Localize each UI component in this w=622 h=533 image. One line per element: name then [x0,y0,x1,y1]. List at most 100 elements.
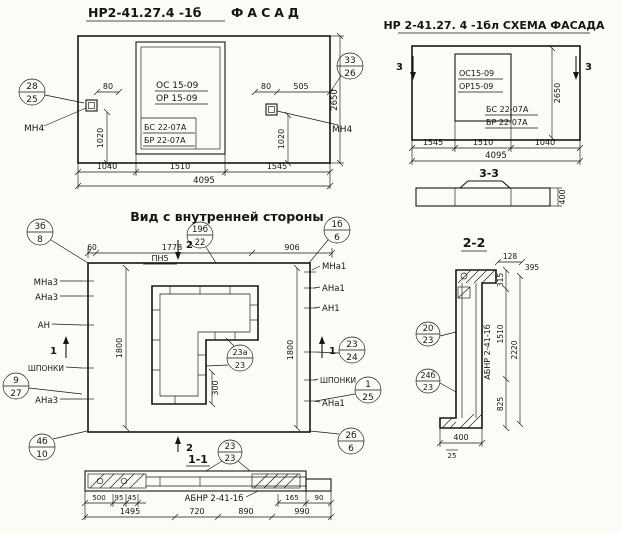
scheme-title: НР 2-41.27. 4 -1бл СХЕМА ФАСАДА [383,19,605,32]
label-ana1-bottom: АНа1 [322,399,345,409]
inner-title: Вид с внутренней стороны [130,209,323,224]
callout-bottom: 23 [423,336,434,346]
section-3-3-profile: 400 [415,180,567,207]
callout-24b-23: 24б 23 [415,368,457,394]
callout-9-27: 9 27 [2,372,83,400]
dim-720: 720 [189,507,204,516]
facade-window-inner [140,46,221,150]
callout-top: 23а [232,348,247,357]
label-an1: АН1 [322,304,340,314]
callout-top: 20 [423,324,434,334]
callout-33-26: 33 26 [329,52,364,93]
part-label-abnr: АБНР 2-41-1б [185,494,244,504]
dim-60: 60 [87,243,97,252]
section-2-marker-top: 2 [175,240,193,260]
dim-128: 128 [503,252,518,261]
callout-top: 1 [365,380,371,390]
section-1-label: 1 [50,346,57,357]
dim-505: 505 [293,82,308,91]
dim-400: 400 [453,433,468,442]
callout-top: 2б [345,431,357,441]
dim-height-2650: 2650 [330,89,340,111]
callout-1-25: 1 25 [315,376,382,404]
callout-top: 19б [192,225,208,235]
section-1-label: 1 [329,346,336,357]
facade-panel-label-1: БС 22-07А [144,123,187,132]
dim-300: 300 [211,380,220,395]
inner-panel-outline [87,262,311,433]
facade-view: НР2-41.27.4 -1б ФАСАД ОС 15-09 ОР 15-09 … [18,5,364,190]
callout-top: 9 [13,376,19,386]
dim-1020-left: 1020 [96,128,105,148]
label-shponki-left: ШПОНКИ [28,364,64,373]
section-2-2-view: 2-2 АБНР 2-41-1б 315 1510 825 2220 128 3… [415,235,540,460]
dim-1510: 1510 [496,324,505,343]
callout-4b-10: 4б 10 [28,430,88,461]
dim-4095: 4095 [193,176,215,186]
dim-80-right: 80 [261,82,271,91]
scheme-panel-label-2: БР 22-07А [486,118,528,127]
callout-top: 23 [225,442,236,452]
dim-1800-left: 1800 [115,338,124,358]
facade-panel-label-2: БР 22-07А [144,136,186,145]
section-3-3-label: 3-3 [479,167,499,180]
dim-990: 990 [294,507,309,516]
dim-1495: 1495 [120,507,140,516]
scheme-dim-4095: 4095 [485,151,507,161]
scheme-window [454,53,512,122]
facade-panel-outline [77,35,331,164]
label-shponki-right: ШПОНКИ [320,376,356,385]
part-label-abnr-vertical: АБНР 2-41-1б [483,324,492,379]
dim-95: 95 [115,494,124,502]
callout-3b-8: 3б 8 [26,218,89,264]
callout-top: 24б [420,371,435,380]
section-3-marker-right: 3 [573,56,592,80]
callout-bottom: 23 [423,383,433,392]
inner-opening-inner [159,293,251,397]
callout-top: 4б [36,437,48,447]
scheme-dim-1510: 1510 [473,138,493,147]
callout-bottom: 25 [362,393,373,403]
callout-bottom: 10 [36,450,48,460]
callout-2b-6: 2б 6 [309,427,365,455]
facade-window-label-2: ОР 15-09 [156,94,198,104]
scheme-dim-2650: 2650 [553,83,562,103]
scheme-panel-outline [411,45,581,141]
facade-window-label-1: ОС 15-09 [156,81,199,91]
scheme-window-label-2: ОР15-09 [459,82,493,91]
section-3-marker-left: 3 [396,56,416,80]
scheme-dim-1545: 1545 [423,138,443,147]
dim-80-left: 80 [103,82,113,91]
section-2-2-title: 2-2 [463,235,486,250]
dim-395: 395 [525,263,540,272]
callout-28-25: 28 25 [18,78,85,106]
dim-906: 906 [284,243,299,252]
label-mna3-top: МНа3 [34,278,58,288]
scheme-view: НР 2-41.27. 4 -1бл СХЕМА ФАСАДА ОС15-09 … [383,19,605,207]
callout-bottom: 23 [235,361,245,370]
facade-view-label: ФАСАД [231,5,303,20]
callout-top: 28 [26,82,38,92]
callout-bottom: 22 [195,238,206,248]
label-mna1: МНа1 [322,262,346,272]
dim-25: 25 [448,452,457,460]
callout-23a-23: 23а 23 [205,337,254,372]
callout-bottom: 25 [26,95,37,105]
dim-500: 500 [92,494,105,502]
dim-90: 90 [315,494,324,502]
label-ana1-top: АНа1 [322,284,345,294]
callout-23-24: 23 24 [315,336,366,364]
callout-bottom: 23 [225,454,236,464]
section-1-1-label: 1-1 [188,453,208,466]
callout-19b-22: 19б 22 [186,221,217,264]
section-1-marker-right: 1 [319,336,336,358]
section-3-3-dim-400: 400 [558,189,567,204]
label-ana3-bottom: АНа3 [35,396,58,406]
dim-2220: 2220 [510,340,519,359]
dim-890: 890 [238,507,253,516]
dim-165: 165 [285,494,298,502]
dim-1510: 1510 [170,162,190,171]
dim-1800-right: 1800 [286,340,295,360]
